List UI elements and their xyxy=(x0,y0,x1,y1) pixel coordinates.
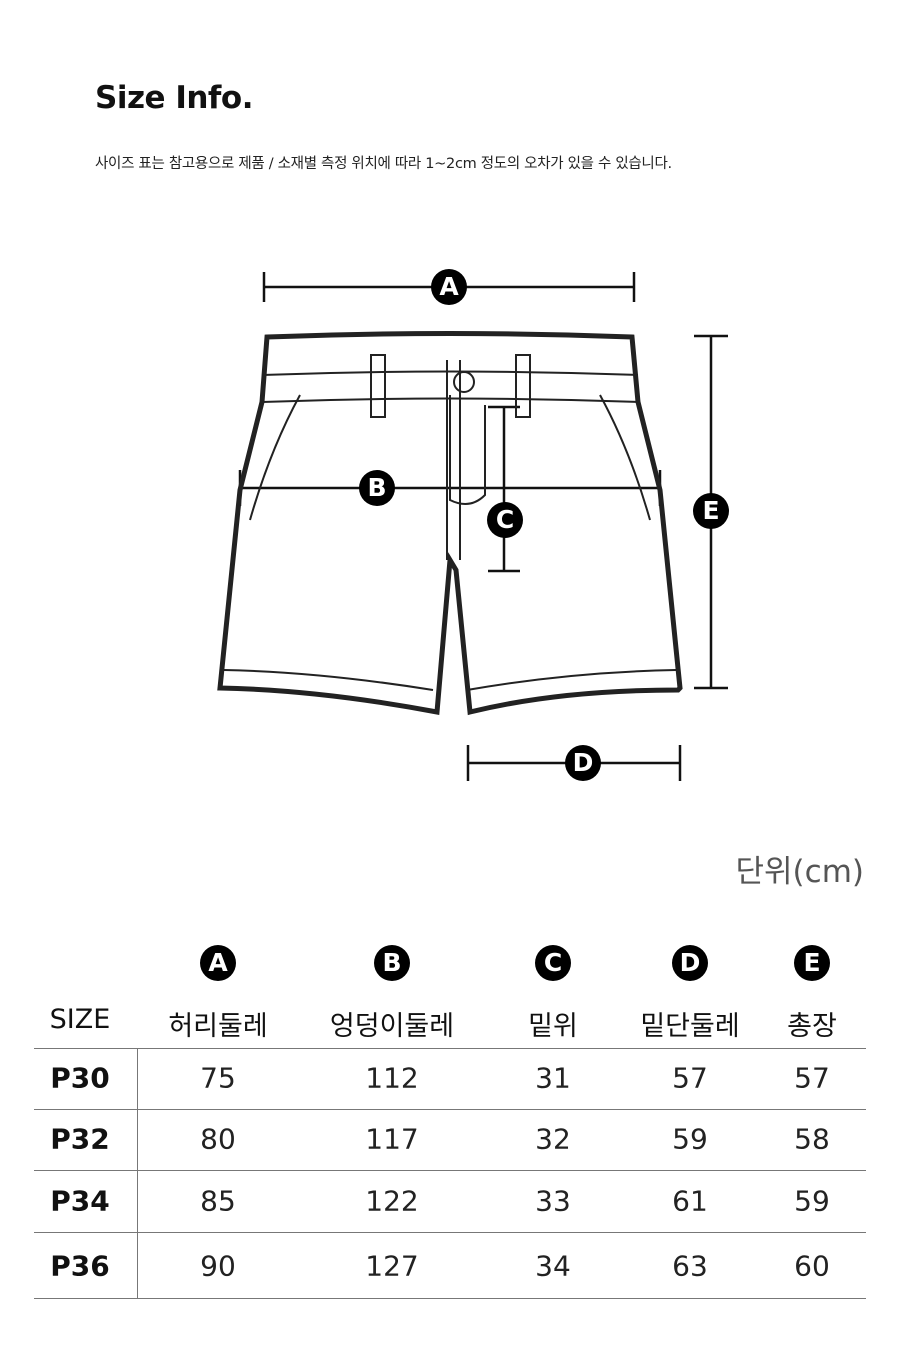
shorts-diagram xyxy=(217,272,728,781)
measurement-cell: 112 xyxy=(365,1061,419,1095)
measurement-cell: 63 xyxy=(672,1249,708,1283)
size-cell: P32 xyxy=(50,1122,110,1156)
header-letter-e: E xyxy=(794,945,830,981)
header-letter-d: D xyxy=(672,945,708,981)
table-column-divider xyxy=(137,1048,138,1298)
measurement-cell: 122 xyxy=(365,1184,419,1218)
column-header: 엉덩이둘레 xyxy=(329,1011,455,1042)
column-header: 밑위 xyxy=(528,1011,578,1042)
measurement-cell: 90 xyxy=(200,1249,236,1283)
measurement-cell: 85 xyxy=(200,1184,236,1218)
table-divider xyxy=(34,1048,866,1049)
table-divider xyxy=(34,1170,866,1171)
header-letter-b: B xyxy=(374,945,410,981)
measurement-cell: 34 xyxy=(535,1249,571,1283)
table-divider xyxy=(34,1298,866,1299)
header-letter-c: C xyxy=(535,945,571,981)
measurement-cell: 57 xyxy=(794,1061,830,1095)
measurement-cell: 31 xyxy=(535,1061,571,1095)
unit-label: 단위(cm) xyxy=(735,854,864,890)
label-c-marker: C xyxy=(487,502,523,538)
label-b-marker: B xyxy=(359,470,395,506)
measurement-cell: 32 xyxy=(535,1122,571,1156)
measurement-cell: 33 xyxy=(535,1184,571,1218)
measurement-cell: 117 xyxy=(365,1122,419,1156)
size-cell: P34 xyxy=(50,1184,110,1218)
column-header: 밑단둘레 xyxy=(640,1011,740,1042)
measurement-cell: 59 xyxy=(672,1122,708,1156)
table-divider xyxy=(34,1109,866,1110)
measurement-cell: 58 xyxy=(794,1122,830,1156)
size-cell: P36 xyxy=(50,1249,110,1283)
measurement-cell: 80 xyxy=(200,1122,236,1156)
label-e-marker: E xyxy=(693,493,729,529)
measurement-cell: 57 xyxy=(672,1061,708,1095)
measurement-cell: 61 xyxy=(672,1184,708,1218)
size-cell: P30 xyxy=(50,1061,110,1095)
page-title: Size Info. xyxy=(95,80,253,116)
measurement-cell: 59 xyxy=(794,1184,830,1218)
table-divider xyxy=(34,1232,866,1233)
label-a-marker: A xyxy=(431,269,467,305)
measurement-cell: 127 xyxy=(365,1249,419,1283)
column-header: SIZE xyxy=(49,1004,111,1035)
header-letter-a: A xyxy=(200,945,236,981)
measure-lines xyxy=(238,272,728,781)
column-header: 총장 xyxy=(787,1011,837,1042)
measurement-cell: 75 xyxy=(200,1061,236,1095)
measurement-cell: 60 xyxy=(794,1249,830,1283)
label-d-marker: D xyxy=(565,745,601,781)
size-disclaimer: 사이즈 표는 참고용으로 제품 / 소재별 측정 위치에 따라 1~2cm 정도… xyxy=(95,156,672,172)
column-header: 허리둘레 xyxy=(168,1011,268,1042)
shorts-outline xyxy=(217,331,683,716)
